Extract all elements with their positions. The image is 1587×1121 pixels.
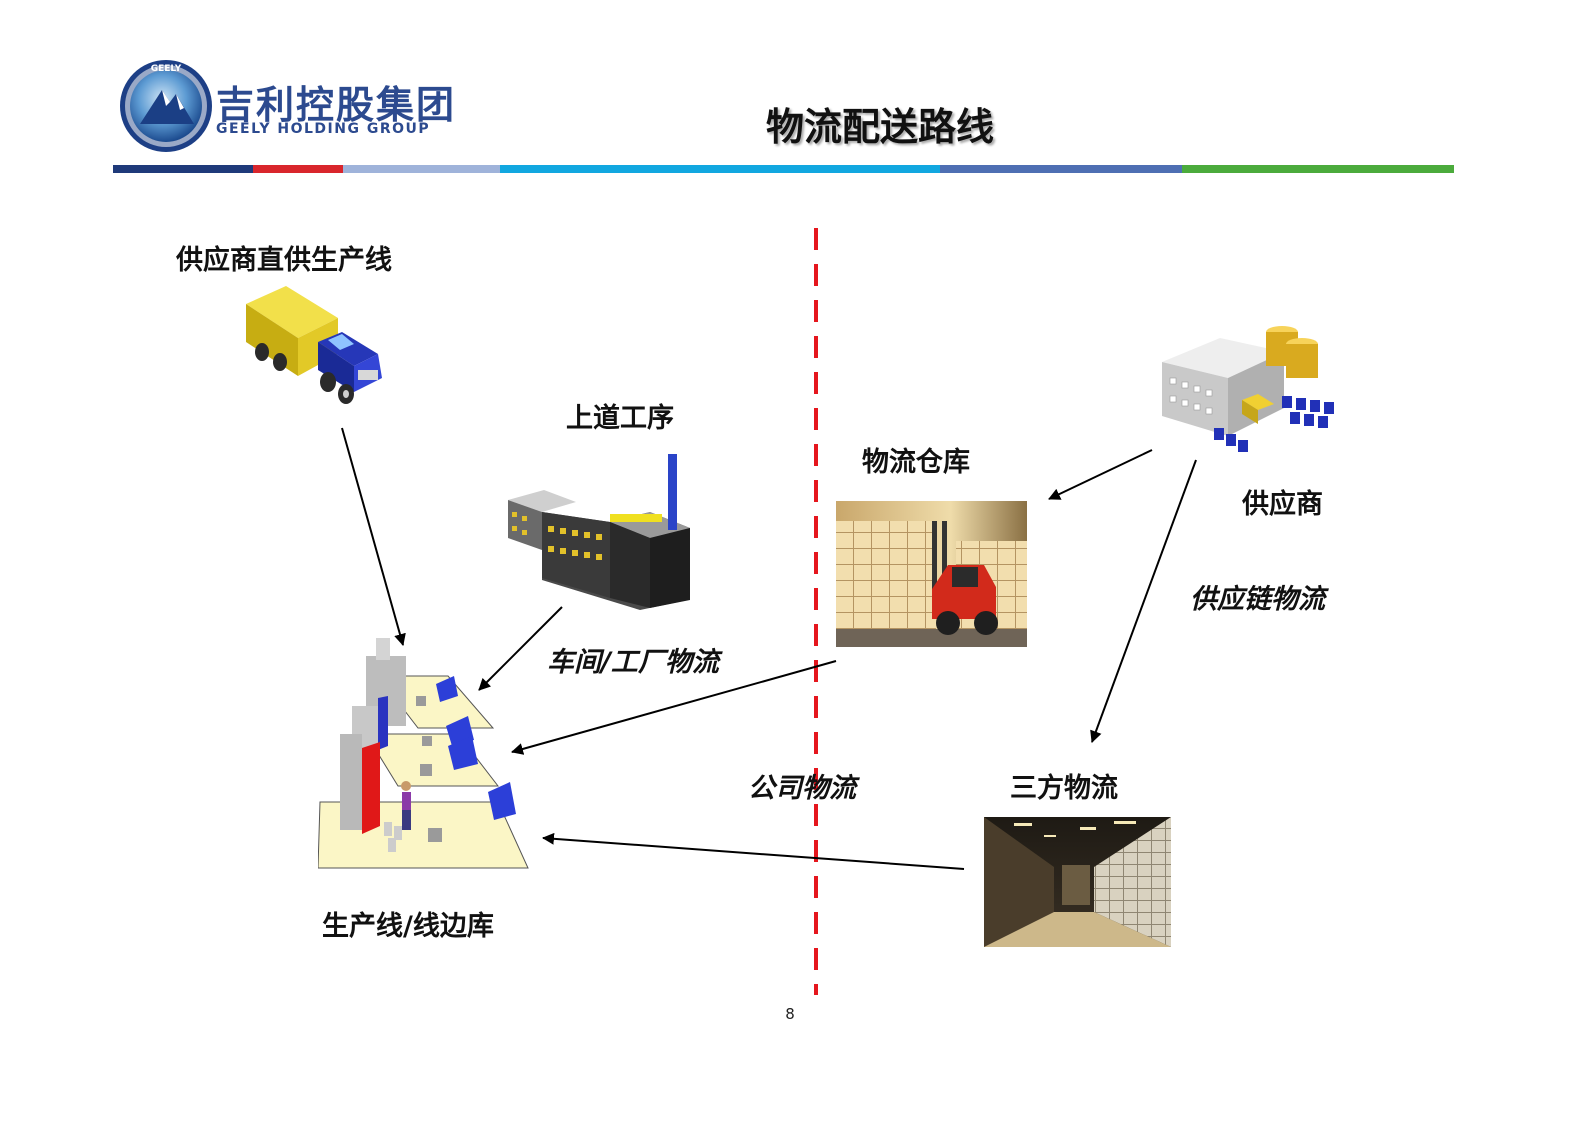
label-upstream-process: 上道工序 xyxy=(566,403,674,434)
arrow-supplier-to-thirdparty xyxy=(1090,459,1197,743)
label-production-line: 生产线/线边库 xyxy=(322,911,494,942)
stripe-segment-cyan xyxy=(500,165,940,173)
third-party-warehouse-photo xyxy=(984,817,1171,947)
flow-label-supply-chain: 供应链物流 xyxy=(1190,584,1325,615)
arrow-truck-to-line xyxy=(341,427,406,646)
factory-icon xyxy=(508,454,690,610)
stripe-segment-lightblue xyxy=(343,165,500,173)
stripe-segment-green xyxy=(1182,165,1454,173)
warehouse-photo xyxy=(836,501,1027,647)
production-line-icon xyxy=(318,638,529,869)
truck-icon xyxy=(246,286,382,404)
arrow-factory-to-line xyxy=(478,606,563,691)
logo-chinese-text: 吉利控股集团 xyxy=(216,83,457,127)
stripe-segment-blue xyxy=(940,165,1182,173)
geely-logo-icon: GEELY xyxy=(120,60,212,152)
label-supplier-direct: 供应商直供生产线 xyxy=(176,245,392,276)
flow-label-company: 公司物流 xyxy=(748,773,856,804)
logo-english-text: GEELY HOLDING GROUP xyxy=(216,121,431,137)
label-supplier: 供应商 xyxy=(1242,489,1323,520)
label-logistics-warehouse: 物流仓库 xyxy=(862,447,970,478)
arrow-warehouse-to-line xyxy=(511,660,837,755)
page-title: 物流配送路线 xyxy=(765,105,994,149)
stripe-segment-red xyxy=(253,165,343,173)
stripe-segment-navy xyxy=(113,165,253,173)
flow-label-workshop-factory: 车间/工厂物流 xyxy=(547,647,719,678)
arrow-thirdparty-to-line xyxy=(542,832,965,870)
label-third-party-logistics: 三方物流 xyxy=(1010,773,1118,804)
arrow-supplier-to-warehouse xyxy=(1048,449,1153,500)
supplier-plant-icon xyxy=(1162,326,1334,452)
logo-ring-text: GEELY xyxy=(151,64,182,74)
page-number: 8 xyxy=(785,1005,795,1023)
